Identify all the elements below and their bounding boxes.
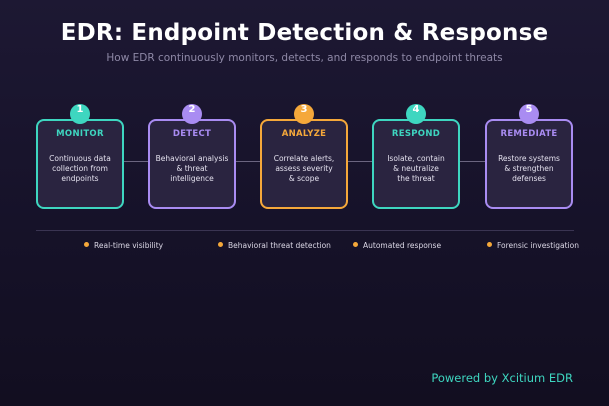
bullet-dot-icon	[218, 242, 223, 247]
step-number: 4	[406, 104, 426, 124]
step-description-line: collection from	[52, 164, 108, 173]
step-description-line: the threat	[397, 174, 435, 183]
feature-label: Behavioral threat detection	[228, 241, 331, 250]
step-description-line: intelligence	[170, 174, 214, 183]
step-description: Restore systems & strengthen defenses	[489, 154, 569, 184]
step-description-line: Restore systems	[498, 154, 560, 163]
feature-item: Behavioral threat detection	[218, 241, 331, 250]
step-description-line: Behavioral analysis	[155, 154, 229, 163]
step-description-line: & neutralize	[393, 164, 439, 173]
step-description-line: Continuous data	[49, 154, 111, 163]
step-description-line: & scope	[288, 174, 320, 183]
step-number: 1	[70, 104, 90, 124]
step-label: DETECT	[172, 129, 212, 139]
step-description-line: endpoints	[61, 174, 99, 183]
step-number: 3	[294, 104, 314, 124]
bullet-dot-icon	[353, 242, 358, 247]
connector-line	[346, 161, 374, 162]
step-label: REMEDIATE	[500, 129, 558, 139]
step-card: DETECT Behavioral analysis & threat inte…	[148, 119, 236, 209]
feature-label: Real-time visibility	[94, 241, 164, 250]
step-label: RESPOND	[391, 129, 441, 139]
step-card: REMEDIATE Restore systems & strengthen d…	[485, 119, 573, 209]
divider	[36, 230, 574, 231]
step-label: MONITOR	[56, 129, 104, 139]
step-description: Behavioral analysis & threat intelligenc…	[152, 154, 232, 184]
step-description: Continuous data collection from endpoint…	[40, 154, 120, 184]
step-description-line: Isolate, contain	[387, 154, 445, 163]
feature-item: Automated response	[353, 241, 441, 250]
step-card: ANALYZE Correlate alerts, assess severit…	[260, 119, 348, 209]
step-description-line: assess severity	[275, 164, 333, 173]
step-description-line: & strengthen	[504, 164, 554, 173]
step-description-line: Correlate alerts,	[273, 154, 335, 163]
step-number: 5	[519, 104, 539, 124]
step-description: Correlate alerts, assess severity & scop…	[264, 154, 344, 184]
feature-item: Real-time visibility	[84, 241, 163, 250]
feature-label: Automated response	[363, 241, 442, 250]
step-card: MONITOR Continuous data collection from …	[36, 119, 124, 209]
bullet-dot-icon	[84, 242, 89, 247]
footer-credit: Powered by Xcitium EDR	[431, 371, 573, 385]
feature-item: Forensic investigation	[487, 241, 579, 250]
step-description-line: defenses	[512, 174, 546, 183]
step-description: Isolate, contain & neutralize the threat	[376, 154, 456, 184]
bullet-dot-icon	[487, 242, 492, 247]
page-subtitle: How EDR continuously monitors, detects, …	[106, 52, 503, 64]
feature-label: Forensic investigation	[497, 241, 579, 250]
step-description-line: & threat	[176, 164, 208, 173]
connector-line	[122, 161, 150, 162]
page-title: EDR: Endpoint Detection & Response	[60, 20, 549, 46]
connector-line	[234, 161, 262, 162]
step-label: ANALYZE	[281, 129, 327, 139]
connector-line	[458, 161, 487, 162]
step-card: RESPOND Isolate, contain & neutralize th…	[372, 119, 460, 209]
step-number: 2	[182, 104, 202, 124]
